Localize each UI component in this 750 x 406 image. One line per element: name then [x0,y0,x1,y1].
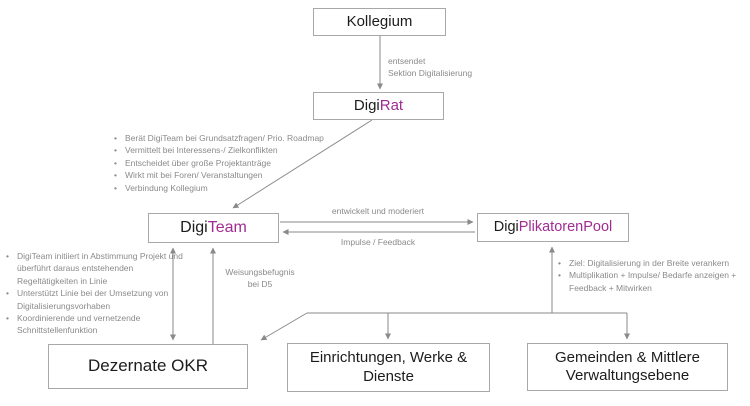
arrow-bus-to-dezernate [260,312,308,341]
node-digirat-label: DigiRat [353,96,404,114]
node-digirat: DigiRat [313,92,444,120]
bullet-item: Verbindung Kollegium [112,182,377,195]
edge-label-weisungsbefugnis-line2: bei D5 [247,279,273,289]
node-digiteam: DigiTeam [148,213,279,243]
bullet-item: Koordinierende und vernetzende Schnittst… [4,312,185,337]
edge-label-impulse-feedback: Impulse / Feedback [340,237,416,247]
bullet-item: Berät DigiTeam bei Grundsatzfragen/ Prio… [112,132,377,145]
node-gemeinden-label: Gemeinden & Mittlere Verwaltungsebene [554,348,701,384]
digirat-role-list: Berät DigiTeam bei Grundsatzfragen/ Prio… [112,132,377,194]
edge-label-weisungsbefugnis: Weisungsbefugnis bei D5 [218,266,302,290]
node-digiplikatorenpool-label: DigiPlikatorenPool [493,218,613,235]
bullet-item: Unterstützt Linie bei der Umsetzung von … [4,287,185,312]
node-gemeinden: Gemeinden & Mittlere Verwaltungsebene [527,343,728,391]
edge-label-weisungsbefugnis-line1: Weisungsbefugnis [225,267,295,277]
bullet-item: Ziel: Digitalisierung in der Breite vera… [556,257,750,270]
edge-label-entsendet-line1: entsendet [388,56,426,66]
edge-label-entwickelt: entwickelt und moderiert [331,206,425,216]
node-einrichtungen: Einrichtungen, Werke & Dienste [287,343,490,392]
edge-label-entsendet: entsendet Sektion Digitalisierung [388,55,472,79]
node-dezernate-okr-label: Dezernate OKR [88,356,208,376]
node-kollegium: Kollegium [313,8,446,36]
edge-label-entsendet-line2: Sektion Digitalisierung [388,68,473,78]
node-dezernate-okr: Dezernate OKR [48,344,248,389]
node-digiteam-label: DigiTeam [180,219,247,237]
bullet-item: Multiplikation + Impulse/ Bedarfe anzeig… [556,269,750,294]
bullet-item: Wirkt mit bei Foren/ Veranstaltungen [112,169,377,182]
bullet-item: Vermittelt bei Interessens-/ Zielkonflik… [112,144,377,157]
node-einrichtungen-label: Einrichtungen, Werke & Dienste [309,349,468,385]
bullet-item: DigiTeam initiiert in Abstimmung Projekt… [4,250,185,287]
pool-role-list: Ziel: Digitalisierung in der Breite vera… [556,257,750,294]
node-kollegium-label: Kollegium [346,12,413,30]
bullet-item: Entscheidet über große Projektanträge [112,157,377,170]
node-digiplikatorenpool: DigiPlikatorenPool [477,213,629,242]
digiteam-role-list: DigiTeam initiiert in Abstimmung Projekt… [4,250,185,337]
